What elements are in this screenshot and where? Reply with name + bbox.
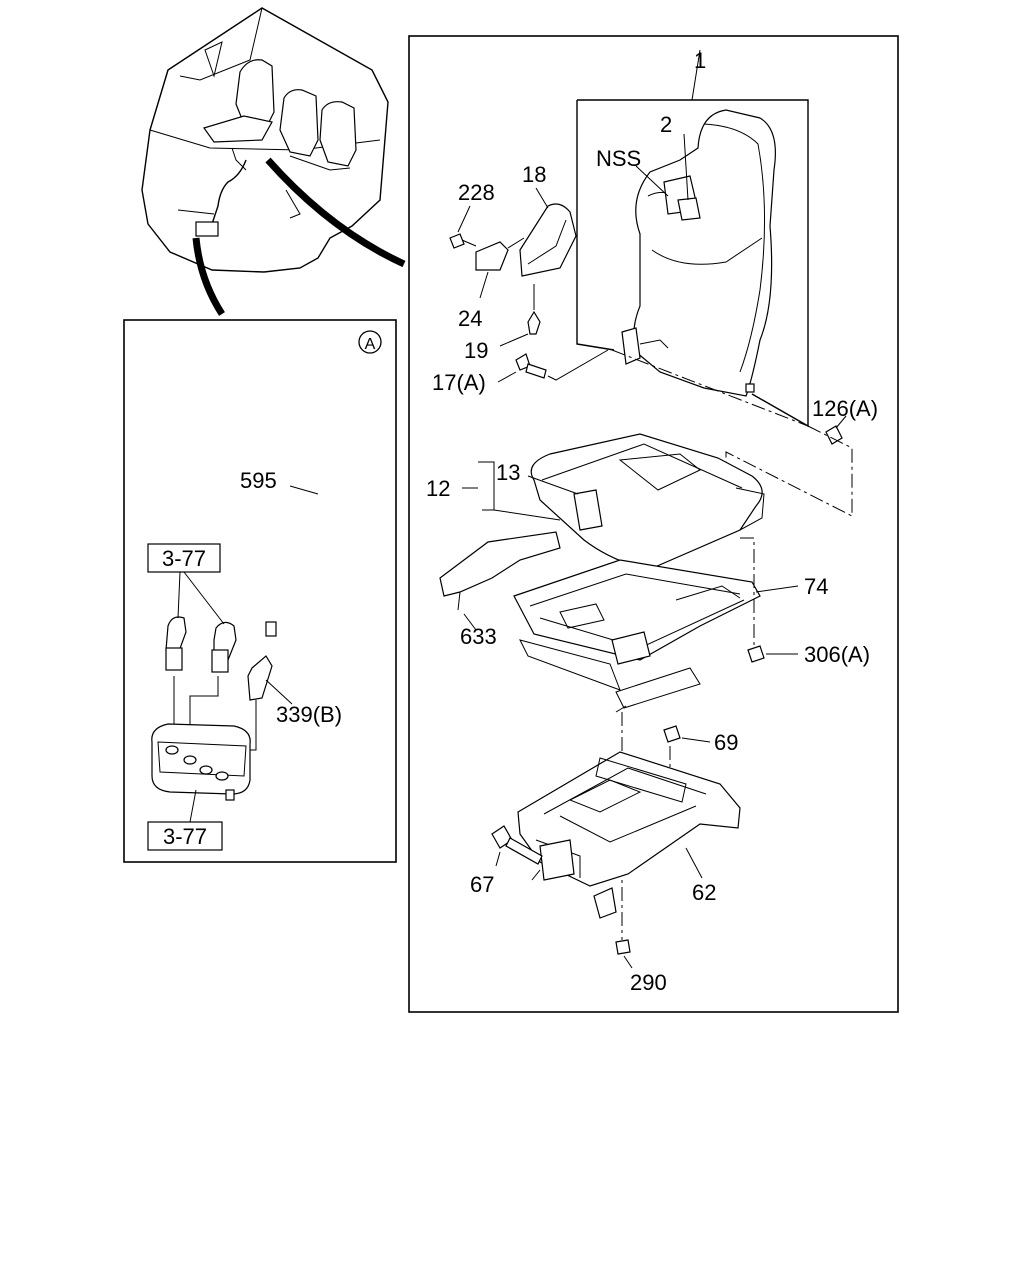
nut-126a: [825, 425, 843, 445]
side-bracket-633: [439, 531, 561, 597]
callout-74: 74: [804, 574, 828, 599]
callout-1: 1: [694, 48, 706, 73]
callout-69: 69: [714, 730, 738, 755]
callout-24: 24: [458, 306, 482, 331]
hose-end-fitting: [265, 621, 277, 637]
callout-339b: 339(B): [276, 702, 342, 727]
seat-frame: [439, 531, 761, 713]
callout-633: 633: [460, 624, 497, 649]
callout-290: 290: [630, 970, 667, 995]
callout-nss: NSS: [596, 146, 641, 171]
seat-assembly-main: 2 NSS 1 18 24 228 19 17(A): [408, 35, 899, 1013]
callout-19: 19: [464, 338, 488, 363]
cab-overview-illustration: [141, 7, 406, 316]
ref-box-bottom: [147, 821, 223, 851]
callout-595: 595: [240, 468, 277, 493]
ref-label-top: 3-77: [162, 546, 206, 571]
circle-a-label: A: [365, 336, 376, 353]
ref-label-bottom: 3-77: [163, 824, 207, 849]
screw-228: [449, 233, 465, 249]
callout-126a: 126(A): [812, 396, 878, 421]
seat-cushion-13: [530, 433, 763, 571]
hose-detail-inset: A 3-77 3-77 595: [123, 319, 397, 863]
mounting-plate: [151, 723, 251, 795]
callout-17a: 17(A): [432, 370, 486, 395]
circle-a-marker: [358, 330, 382, 354]
callout-12: 12: [426, 476, 450, 501]
knob-24: [475, 241, 509, 271]
seatback-cushion: [633, 109, 776, 397]
fitting-left: [165, 616, 187, 655]
side-cover-18: [519, 203, 577, 277]
callout-228: 228: [458, 180, 495, 205]
callout-18: 18: [522, 162, 546, 187]
main-frame: [408, 35, 899, 1013]
callout-13: 13: [496, 460, 520, 485]
inset-frame: [123, 319, 397, 863]
connector-339b: [247, 655, 273, 701]
clip-19: [527, 310, 541, 335]
nut-69: [663, 725, 681, 743]
callout-62: 62: [692, 880, 716, 905]
callout-67: 67: [470, 872, 494, 897]
ref-box-top: [147, 543, 221, 573]
callout-2: 2: [660, 112, 672, 137]
callout-306a: 306(A): [804, 642, 870, 667]
nut-290: [615, 939, 631, 955]
nut-306a: [747, 645, 765, 663]
